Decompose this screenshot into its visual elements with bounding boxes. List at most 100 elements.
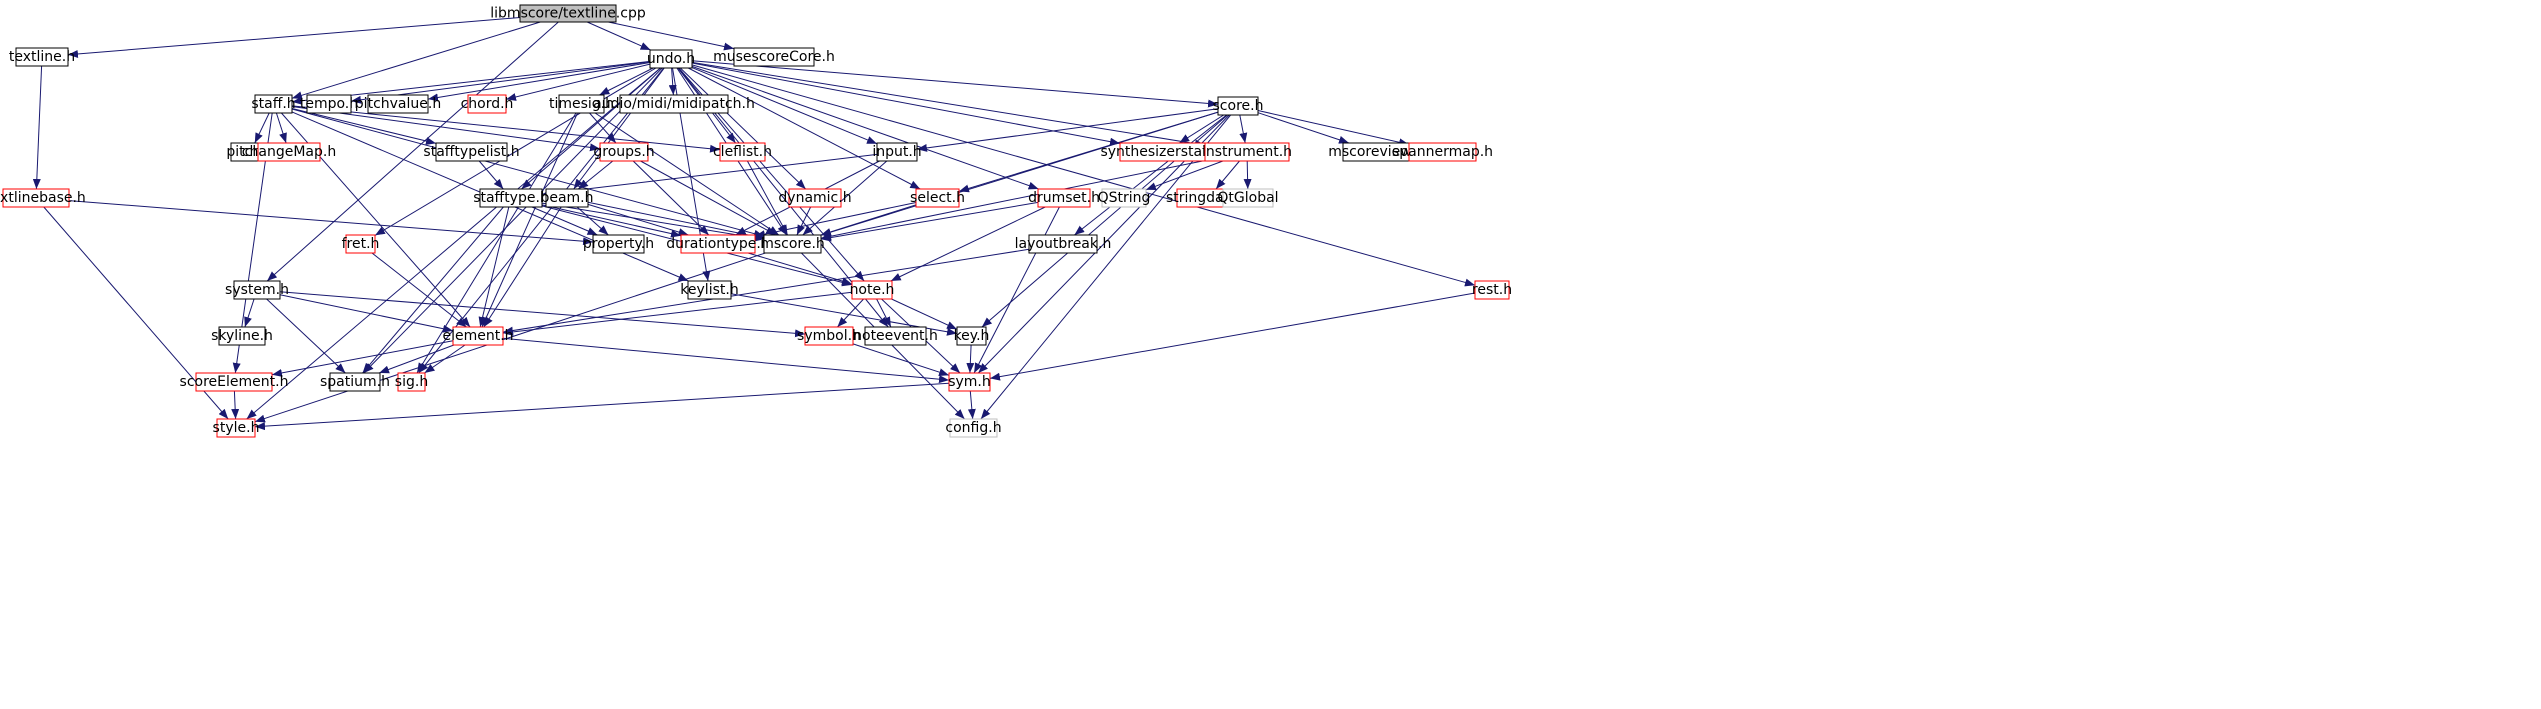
- edge-undo-to-drumset: [691, 65, 1039, 190]
- node-tempo[interactable]: tempo.h: [300, 94, 358, 114]
- edge-note-to-symbol: [837, 298, 864, 328]
- node-note[interactable]: note.h: [850, 280, 895, 300]
- node-stafftype[interactable]: stafftype.h: [473, 188, 549, 208]
- node-box-fret: [345, 234, 376, 254]
- node-scoreElement[interactable]: scoreElement.h: [180, 372, 289, 392]
- edge-root-to-musescoreCore: [608, 21, 735, 51]
- node-box-rest: [1474, 280, 1510, 300]
- node-property[interactable]: property.h: [583, 234, 654, 254]
- node-box-sig: [397, 372, 426, 392]
- node-style[interactable]: style.h: [213, 418, 260, 438]
- node-pitchvalue[interactable]: pitchvalue.h: [355, 94, 441, 114]
- edge-input-to-stafftype: [541, 153, 878, 198]
- edge-undo-to-stafftype: [521, 67, 661, 190]
- node-cleflist[interactable]: cleflist.h: [713, 142, 772, 162]
- edge-score-to-mscore: [820, 111, 1219, 237]
- node-box-timesig: [558, 94, 605, 114]
- node-noteevent[interactable]: noteevent.h: [853, 326, 938, 346]
- edge-undo-to-fret: [374, 67, 657, 236]
- edge-layoutbreak-to-element: [502, 248, 1030, 335]
- node-label-fret: fret.h: [342, 236, 380, 252]
- node-select[interactable]: select.h: [910, 188, 965, 208]
- node-beam[interactable]: beam.h: [540, 188, 594, 208]
- node-input[interactable]: input.h: [872, 142, 922, 162]
- node-label-midipatch: audio/midi/midipatch.h: [593, 96, 755, 112]
- node-groups[interactable]: groups.h: [593, 142, 655, 162]
- node-label-chord: chord.h: [461, 96, 514, 112]
- node-stafftypelist[interactable]: stafftypelist.h: [423, 142, 520, 162]
- node-label-musescoreCore: musescoreCore.h: [713, 49, 835, 65]
- node-musescoreCore[interactable]: musescoreCore.h: [713, 47, 835, 67]
- edge-root-to-textline: [67, 17, 521, 58]
- node-key[interactable]: key.h: [954, 326, 990, 346]
- edge-system-to-element: [279, 294, 454, 333]
- node-label-stafftypelist: stafftypelist.h: [423, 144, 519, 160]
- node-rest[interactable]: rest.h: [1472, 280, 1512, 300]
- edge-mscore-to-style: [254, 252, 766, 423]
- node-keylist[interactable]: keylist.h: [680, 280, 739, 300]
- edge-input-to-mscore: [802, 160, 888, 236]
- edge-instrument-to-stringdata: [1215, 160, 1240, 190]
- edge-element-to-sig: [424, 344, 466, 374]
- node-box-stafftype: [479, 188, 543, 208]
- node-drumset[interactable]: drumset.h: [1028, 188, 1100, 208]
- edge-system-to-spatium: [266, 298, 346, 374]
- node-label-durationtype: durationtype.h: [666, 236, 770, 252]
- node-label-spannermap: spannermap.h: [1392, 144, 1493, 160]
- node-label-rest: rest.h: [1472, 282, 1512, 298]
- node-textlinebase[interactable]: textlinebase.h: [0, 188, 86, 208]
- node-timesig[interactable]: timesig.h: [549, 94, 614, 114]
- node-mscore[interactable]: mscore.h: [760, 234, 825, 254]
- node-box-element: [452, 326, 504, 346]
- node-label-spatium: spatium.h: [320, 374, 390, 390]
- node-box-musescoreCore: [733, 47, 815, 67]
- edge-score-to-mscoreview: [1257, 112, 1350, 144]
- edge-sym-to-style: [254, 382, 950, 431]
- node-dynamic[interactable]: dynamic.h: [778, 188, 852, 208]
- edge-undo-to-rest: [691, 64, 1476, 287]
- edge-beam-to-element: [483, 206, 562, 328]
- node-label-drumset: drumset.h: [1028, 190, 1100, 206]
- node-synthesizerstate[interactable]: synthesizerstate.h: [1100, 142, 1230, 162]
- edge-undo-to-midipatch: [668, 67, 677, 96]
- node-label-keylist: keylist.h: [680, 282, 738, 298]
- node-durationtype[interactable]: durationtype.h: [666, 234, 770, 254]
- node-textline[interactable]: textline.h: [9, 47, 75, 67]
- node-skyline[interactable]: skyline.h: [211, 326, 273, 346]
- node-score[interactable]: score.h: [1213, 96, 1264, 116]
- node-layoutbreak[interactable]: layoutbreak.h: [1015, 234, 1112, 254]
- edge-select-to-mscore: [820, 204, 917, 236]
- edge-timesig-to-groups: [589, 112, 617, 144]
- node-label-scoreElement: scoreElement.h: [180, 374, 289, 390]
- node-box-sym: [948, 372, 991, 392]
- node-label-sym: sym.h: [948, 374, 991, 390]
- node-root[interactable]: libmscore/textline.cpp: [490, 4, 646, 23]
- edge-score-to-config: [980, 114, 1231, 420]
- edge-textlinebase-to-property: [68, 200, 594, 246]
- node-spatium[interactable]: spatium.h: [320, 372, 390, 392]
- node-system[interactable]: system.h: [225, 280, 289, 300]
- edge-timesig-to-mscore: [594, 112, 780, 236]
- edge-root-to-staff: [291, 21, 541, 100]
- node-fret[interactable]: fret.h: [342, 234, 380, 254]
- node-element[interactable]: element.h: [442, 326, 514, 346]
- edge-groups-to-beam: [577, 160, 614, 190]
- node-instrument[interactable]: instrument.h: [1202, 142, 1292, 162]
- edge-sym-to-config: [967, 390, 976, 420]
- node-changeMap[interactable]: changeMap.h: [242, 142, 336, 162]
- node-staff[interactable]: staff.h: [251, 94, 296, 114]
- node-symbol[interactable]: symbol.h: [797, 326, 861, 346]
- node-mscoreview[interactable]: mscoreview.h: [1328, 142, 1424, 162]
- node-sig[interactable]: sig.h: [395, 372, 428, 392]
- node-spannermap[interactable]: spannermap.h: [1392, 142, 1493, 162]
- node-label-timesig: timesig.h: [549, 96, 614, 112]
- edge-element-to-sym: [502, 337, 950, 384]
- edge-beam-to-property: [576, 206, 609, 236]
- node-undo[interactable]: undo.h: [647, 49, 695, 69]
- node-midipatch[interactable]: audio/midi/midipatch.h: [593, 94, 755, 114]
- node-box-textlinebase: [2, 188, 70, 208]
- node-chord[interactable]: chord.h: [461, 94, 514, 114]
- node-sym[interactable]: sym.h: [948, 372, 991, 392]
- edge-score-to-input: [916, 108, 1219, 152]
- node-label-skyline: skyline.h: [211, 328, 273, 344]
